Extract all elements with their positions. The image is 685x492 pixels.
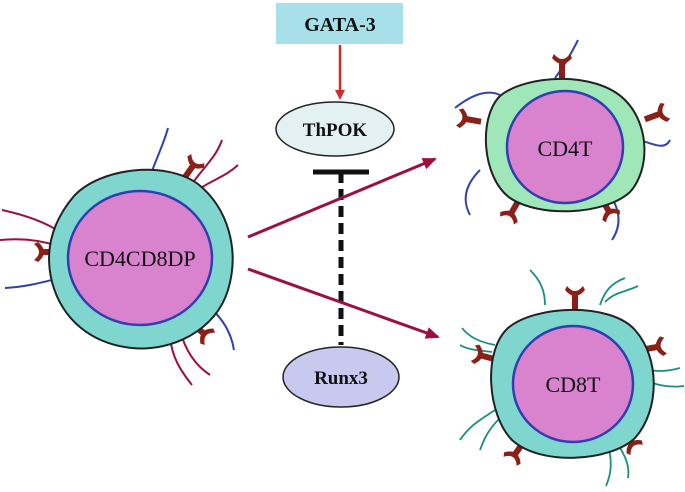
cell-cd4cd8dp: CD4CD8DP xyxy=(0,127,239,386)
cd8t-nucleus xyxy=(511,324,635,444)
cd8t-label: CD8T xyxy=(546,372,602,397)
arrow-to-cd8 xyxy=(247,267,440,339)
cd4t-label: CD4T xyxy=(538,136,594,161)
thpok-label: ThPOK xyxy=(303,120,368,141)
runx3-label: Runx3 xyxy=(314,368,368,389)
cd8-molecule xyxy=(529,269,546,306)
cell-cd4t: CD4T xyxy=(454,39,671,241)
runx3-node: Runx3 xyxy=(282,346,400,408)
inhibition-line xyxy=(313,169,369,345)
cell-cd8t: CD8T xyxy=(459,269,685,487)
gata3-box: GATA-3 xyxy=(276,3,403,44)
cd4t-nucleus xyxy=(505,89,625,205)
dp-nucleus xyxy=(66,189,214,327)
arrow-to-cd4 xyxy=(247,157,437,239)
dp-label: CD4CD8DP xyxy=(84,246,195,271)
gata3-label: GATA-3 xyxy=(304,14,375,36)
thpok-node: ThPOK xyxy=(275,101,395,157)
